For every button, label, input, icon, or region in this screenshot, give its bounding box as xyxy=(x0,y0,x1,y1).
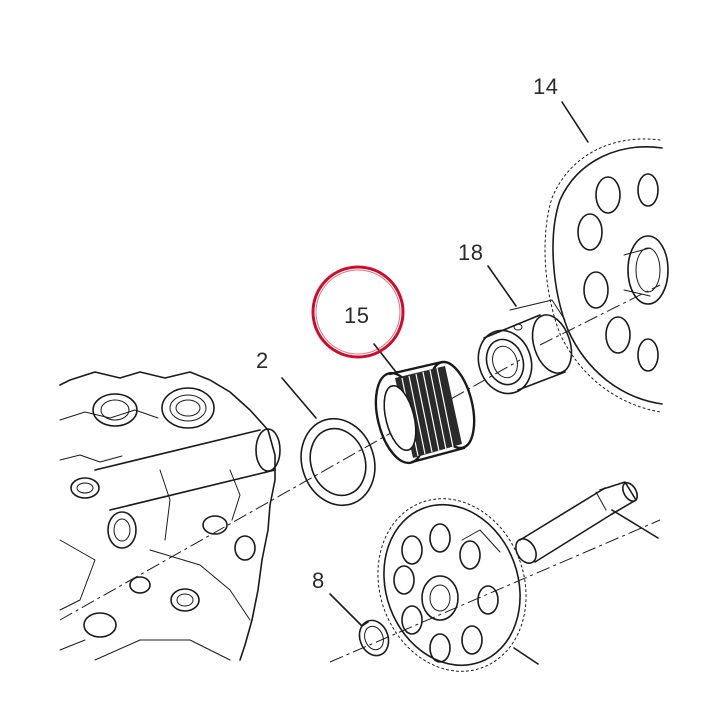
leader-line-8 xyxy=(329,593,363,627)
gear-shaft xyxy=(515,481,639,564)
callout-2: 2 xyxy=(256,348,269,373)
leader-line-18 xyxy=(487,265,517,307)
callout-14: 14 xyxy=(533,74,559,99)
needle-roller-bearing xyxy=(374,360,476,465)
circlip xyxy=(358,619,390,657)
shaft-axis-upper xyxy=(59,359,521,621)
callout-18: 18 xyxy=(458,240,484,265)
highlight-circle xyxy=(311,265,405,359)
leader-line-shaft xyxy=(611,509,659,539)
leader-line-15 xyxy=(373,343,397,373)
leader-line-14 xyxy=(561,101,589,143)
leader-line-gear xyxy=(513,647,539,665)
callout-8: 8 xyxy=(312,568,325,593)
leader-line-2 xyxy=(281,377,317,419)
large-driven-gear xyxy=(544,138,669,413)
lower-idler-gear xyxy=(377,498,527,672)
thrust-washer xyxy=(300,417,376,507)
crankcase-housing xyxy=(59,371,281,661)
sleeve-bushing xyxy=(477,299,573,395)
shaft-axis-upper-right xyxy=(539,284,661,346)
callout-15: 15 xyxy=(344,303,370,328)
